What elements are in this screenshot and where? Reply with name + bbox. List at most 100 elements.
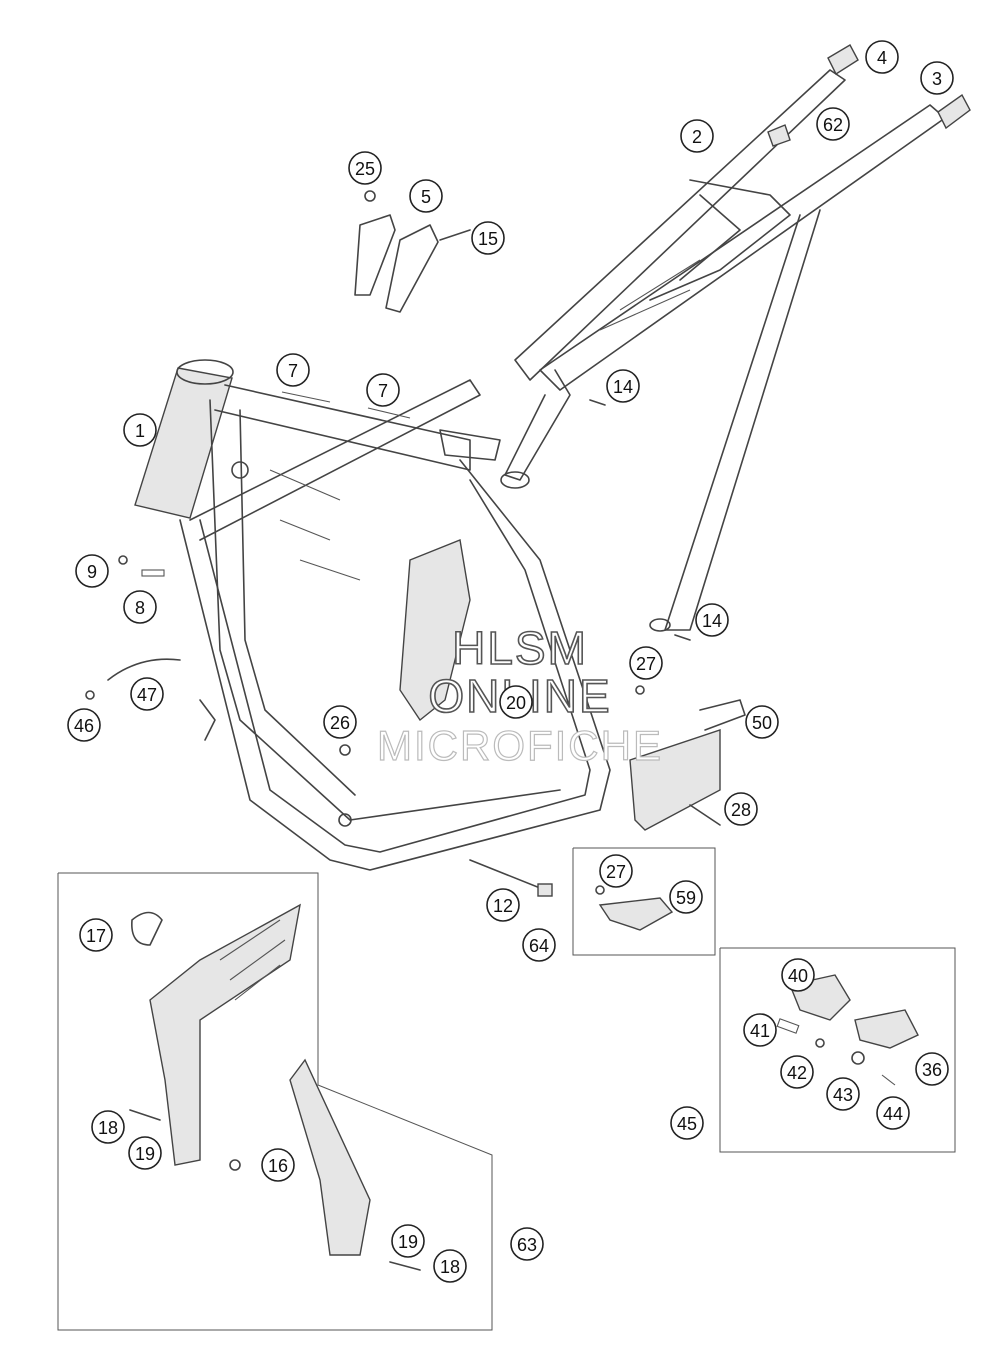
callout-label: 8 <box>135 598 145 618</box>
callout-16: 16 <box>261 1148 295 1182</box>
watermark-line-3: MICROFICHE <box>377 722 663 769</box>
subframe-bushes <box>767 44 971 147</box>
callout-label: 45 <box>677 1114 697 1134</box>
callout-26: 26 <box>323 705 357 739</box>
callout-circle <box>323 705 357 739</box>
callout-circle <box>366 373 400 407</box>
callout-28: 28 <box>724 792 758 826</box>
callout-circle <box>695 603 729 637</box>
callout-36: 36 <box>915 1052 949 1086</box>
callout-label: 50 <box>752 713 772 733</box>
callout-circle <box>669 880 703 914</box>
callout-circle <box>433 1249 467 1283</box>
callout-circle <box>865 40 899 74</box>
callout-59: 59 <box>669 880 703 914</box>
main-frame <box>134 359 611 871</box>
callout-label: 41 <box>750 1021 770 1041</box>
callout-label: 15 <box>478 229 498 249</box>
footrests <box>776 974 919 1086</box>
callout-42: 42 <box>780 1055 814 1089</box>
callout-label: 44 <box>883 1104 903 1124</box>
callout-label: 14 <box>613 377 633 397</box>
group-box-chain-guide <box>572 847 716 956</box>
callout-circle <box>471 221 505 255</box>
callout-label: 26 <box>330 713 350 733</box>
callout-circle <box>915 1052 949 1086</box>
callout-2: 2 <box>680 119 714 153</box>
callout-9: 9 <box>75 554 109 588</box>
callout-circle <box>130 677 164 711</box>
callout-label: 2 <box>692 127 702 147</box>
callout-circle <box>816 107 850 141</box>
group-boxes <box>57 847 956 1331</box>
callout-27: 27 <box>629 646 663 680</box>
callout-18: 18 <box>433 1249 467 1283</box>
callout-18: 18 <box>91 1110 125 1144</box>
callout-64: 64 <box>522 928 556 962</box>
callout-label: 17 <box>86 926 106 946</box>
callout-circle <box>629 646 663 680</box>
callout-circle <box>510 1227 544 1261</box>
group-box-frame-protectors <box>57 872 493 1331</box>
callout-circle <box>499 685 533 719</box>
callout-label: 43 <box>833 1085 853 1105</box>
callout-label: 18 <box>98 1118 118 1138</box>
callout-label: 19 <box>398 1232 418 1252</box>
callout-62: 62 <box>816 107 850 141</box>
callout-circle <box>276 353 310 387</box>
callout-label: 7 <box>378 381 388 401</box>
callout-circle <box>781 958 815 992</box>
callout-circle <box>91 1110 125 1144</box>
callout-layer: 1234577891214141516171818191920252627272… <box>67 40 954 1283</box>
callout-label: 64 <box>529 936 549 956</box>
group-box-footrests <box>719 947 956 1153</box>
callout-circle <box>391 1224 425 1258</box>
callout-label: 3 <box>932 69 942 89</box>
callout-43: 43 <box>826 1077 860 1111</box>
callout-19: 19 <box>128 1136 162 1170</box>
callout-circle <box>680 119 714 153</box>
frame-protectors <box>129 903 421 1271</box>
callout-circle <box>606 369 640 403</box>
callout-circle <box>128 1136 162 1170</box>
callout-label: 27 <box>636 654 656 674</box>
callout-50: 50 <box>745 705 779 739</box>
callout-label: 25 <box>355 159 375 179</box>
callout-44: 44 <box>876 1096 910 1130</box>
callout-label: 40 <box>788 966 808 986</box>
callout-circle <box>670 1106 704 1140</box>
callout-label: 36 <box>922 1060 942 1080</box>
callout-47: 47 <box>130 677 164 711</box>
callout-label: 12 <box>493 896 513 916</box>
callout-label: 4 <box>877 48 887 68</box>
callout-circle <box>123 590 157 624</box>
callout-circle <box>826 1077 860 1111</box>
callout-label: 63 <box>517 1235 537 1255</box>
callout-19: 19 <box>391 1224 425 1258</box>
callout-label: 20 <box>506 693 526 713</box>
callout-label: 47 <box>137 685 157 705</box>
callout-14: 14 <box>606 369 640 403</box>
callout-5: 5 <box>409 179 443 213</box>
callout-15: 15 <box>471 221 505 255</box>
callout-circle <box>67 708 101 742</box>
callout-label: 62 <box>823 115 843 135</box>
callout-label: 42 <box>787 1063 807 1083</box>
callout-12: 12 <box>486 888 520 922</box>
callout-label: 1 <box>135 421 145 441</box>
callout-circle <box>920 61 954 95</box>
callout-8: 8 <box>123 590 157 624</box>
callout-label: 18 <box>440 1257 460 1277</box>
callout-label: 27 <box>606 862 626 882</box>
callout-label: 9 <box>87 562 97 582</box>
callout-label: 16 <box>268 1156 288 1176</box>
callout-27: 27 <box>599 854 633 888</box>
callout-circle <box>745 705 779 739</box>
callout-63: 63 <box>510 1227 544 1261</box>
callout-circle <box>522 928 556 962</box>
callout-circle <box>743 1013 777 1047</box>
callout-circle <box>261 1148 295 1182</box>
callout-label: 59 <box>676 888 696 908</box>
callout-45: 45 <box>670 1106 704 1140</box>
